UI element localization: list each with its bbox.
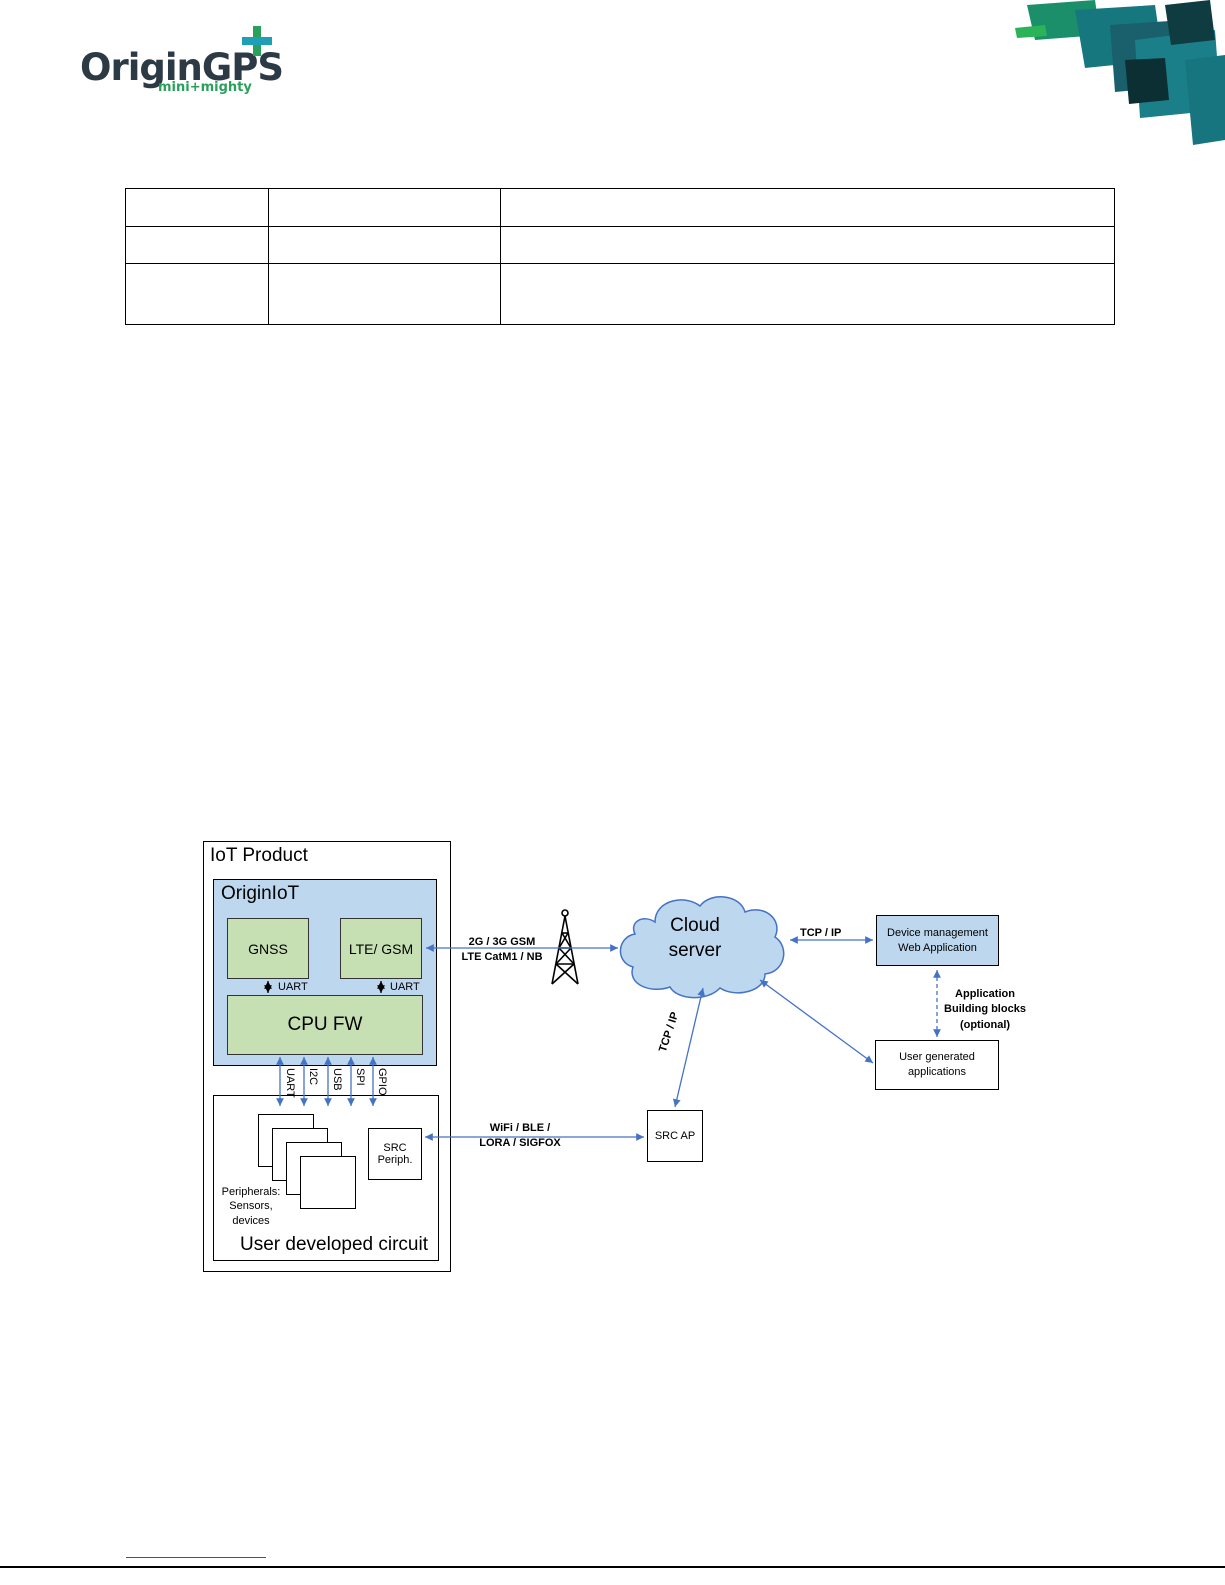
src-periph-label: SRC Periph. [377, 1142, 413, 1166]
iot-product-box [203, 841, 451, 1272]
logo-tagline: mini+mighty [158, 80, 252, 95]
gnss-label: GNSS [248, 940, 288, 957]
iot-product-label: IoT Product [210, 845, 308, 866]
table-cell [268, 226, 501, 264]
src-periph-block: SRC Periph. [368, 1128, 422, 1180]
document-header-table [125, 188, 1115, 325]
uart-label-right: UART [390, 981, 420, 993]
device-management-label: Device management Web Application [887, 926, 988, 954]
corner-decoration [1015, 0, 1225, 145]
peripherals-label: Peripherals: Sensors, devices [221, 1186, 281, 1227]
cloud-server-label: Cloud server [668, 915, 722, 961]
table-cell [125, 188, 269, 227]
cloud-server-shape [619, 896, 785, 999]
app-building-blocks-label: Application Building blocks (optional) [944, 988, 1026, 1031]
lte-gsm-label: LTE/ GSM [348, 940, 414, 957]
table-cell [500, 188, 1115, 227]
user-apps-arrow [759, 979, 874, 1064]
tcp-ip-top-label: TCP / IP [800, 927, 842, 939]
src-ap-block: SRC AP [647, 1110, 703, 1162]
cpu-fw-block: CPU FW [227, 995, 423, 1055]
company-logo: OriginGPS [80, 46, 284, 89]
table-cell [268, 188, 501, 227]
user-circuit-label: User developed circuit [240, 1234, 428, 1255]
footer-link-underline [126, 1557, 266, 1558]
tcp-ip-vertical-arrow [672, 987, 706, 1108]
cpu-fw-label: CPU FW [287, 1014, 363, 1035]
user-apps-block: User generated applications [875, 1040, 999, 1090]
plus-logo-icon [242, 26, 272, 56]
table-cell [268, 263, 501, 325]
src-ap-label: SRC AP [654, 1130, 696, 1142]
table-cell [500, 263, 1115, 325]
user-apps-label: User generated applications [899, 1051, 975, 1078]
uart-label-left: UART [278, 981, 308, 993]
table-cell [125, 263, 269, 325]
origin-iot-label: OriginIoT [221, 883, 300, 904]
device-management-block: Device management Web Application [876, 915, 999, 966]
gnss-block: GNSS [227, 918, 309, 979]
peripheral-card [300, 1156, 356, 1209]
footer-rule [0, 1566, 1225, 1568]
lte-gsm-block: LTE/ GSM [340, 918, 422, 979]
